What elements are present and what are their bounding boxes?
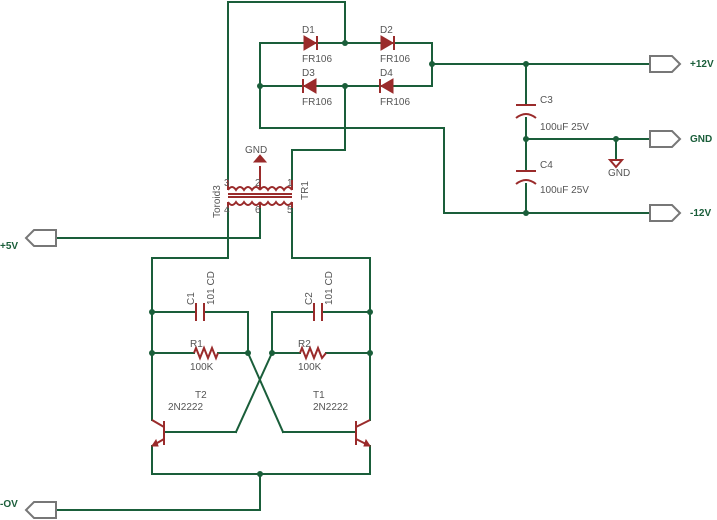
d4-value: FR106	[380, 97, 410, 108]
net-label-m12: -12V	[690, 208, 711, 219]
ground-symbol	[607, 159, 625, 169]
r1-value: 100K	[190, 362, 214, 373]
wires	[55, 1, 651, 511]
diode-d1	[303, 35, 318, 51]
resistor-r2	[299, 345, 327, 361]
d1-value: FR106	[302, 54, 332, 65]
transistor-t1	[355, 419, 371, 447]
tr-pin-4: 4	[224, 205, 230, 216]
capacitor-c1	[195, 303, 205, 321]
net-label-p12: +12V	[690, 59, 714, 70]
tr-pin-5: 5	[287, 205, 293, 216]
t2-ref: T2	[195, 390, 207, 401]
c3-value: 100uF 25V	[540, 122, 589, 133]
c1-value: 101 CD	[206, 271, 217, 305]
port-p5	[24, 229, 57, 247]
transistor-t2	[151, 419, 165, 447]
port-gnd	[649, 130, 682, 148]
d3-value: FR106	[302, 97, 332, 108]
c4-ref: C4	[540, 160, 553, 171]
capacitor-c4	[515, 170, 537, 185]
t2-value: 2N2222	[168, 402, 203, 413]
d2-ref: D2	[380, 25, 393, 36]
resistor-r1	[193, 345, 219, 361]
t1-ref: T1	[313, 390, 325, 401]
transformer-tr1	[227, 154, 293, 208]
c2-ref: C2	[304, 292, 315, 305]
tr-pin-6: 6	[255, 205, 261, 216]
junctions	[149, 40, 619, 477]
r1-ref: R1	[190, 339, 203, 350]
capacitor-c3	[515, 104, 537, 119]
c1-ref: C1	[186, 292, 197, 305]
net-label-gnd: GND	[690, 134, 712, 145]
tr-pin-2: 2	[255, 178, 261, 189]
transformer-value: Toroid3	[212, 185, 223, 218]
diode-d2	[380, 35, 395, 51]
tr-pin-3: 3	[224, 178, 230, 189]
diode-d3	[302, 78, 317, 94]
d2-value: FR106	[380, 54, 410, 65]
c4-value: 100uF 25V	[540, 185, 589, 196]
diode-d4	[379, 78, 394, 94]
capacitor-c2	[313, 303, 323, 321]
net-label-p5: +5V	[0, 241, 18, 252]
port-ov	[24, 501, 57, 519]
ground-symbol-label: GND	[608, 168, 630, 179]
net-label-ov: -OV	[0, 499, 18, 510]
transformer-ref: TR1	[300, 181, 311, 200]
d1-ref: D1	[302, 25, 315, 36]
r2-value: 100K	[298, 362, 322, 373]
d4-ref: D4	[380, 68, 393, 79]
d3-ref: D3	[302, 68, 315, 79]
c3-ref: C3	[540, 95, 553, 106]
t1-value: 2N2222	[313, 402, 348, 413]
transformer-gnd-label: GND	[245, 145, 267, 156]
port-m12	[649, 204, 682, 222]
r2-ref: R2	[298, 339, 311, 350]
c2-value: 101 CD	[324, 271, 335, 305]
tr-pin-1: 1	[287, 178, 293, 189]
port-p12	[649, 55, 682, 73]
